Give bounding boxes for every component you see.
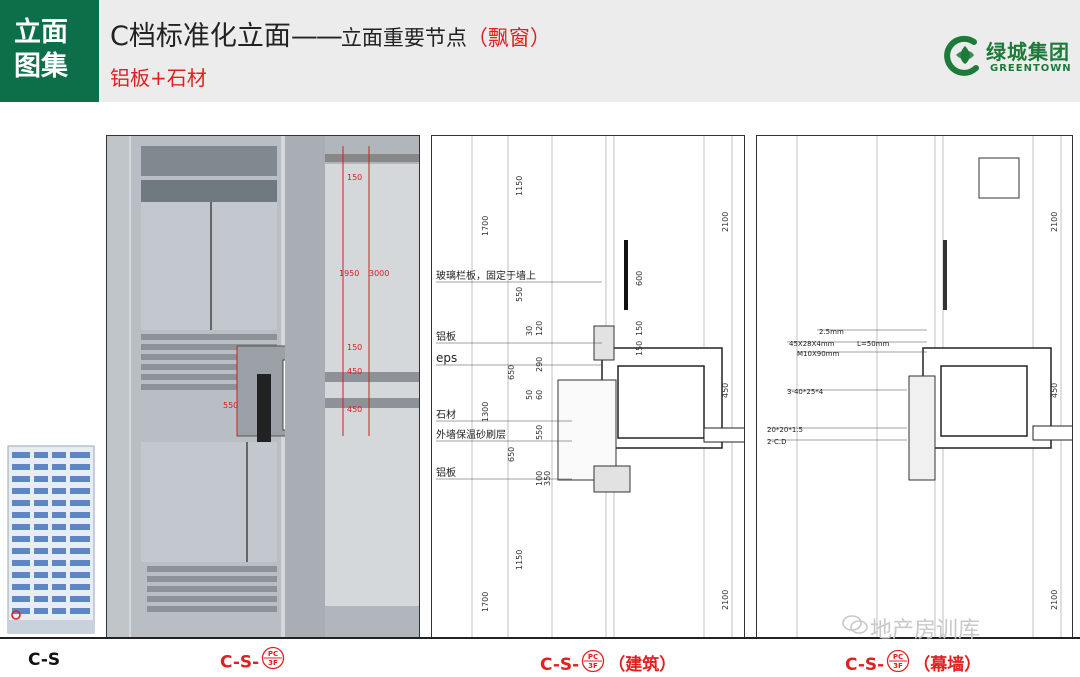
tag-line-2: 图集 — [14, 51, 68, 82]
arch-drawing: 玻璃栏板，固定于墙上 铝板 eps 石材 外墙保温砂刷层 铝板 1150 170… — [436, 136, 744, 637]
spec-l50: L=50mm — [857, 340, 889, 348]
arch-dim-2100-top: 2100 — [721, 212, 730, 232]
spec-2-cd: 2-C.D — [767, 438, 786, 446]
arch-dim-30: 30 — [525, 326, 534, 336]
title-dash: —— — [290, 21, 343, 52]
wall-label-suffix: （幕墙） — [913, 655, 982, 675]
spec-45x28x4: 45X28X4mm — [789, 340, 835, 348]
arch-dim-120: 120 — [535, 321, 544, 336]
wechat-icon — [842, 615, 868, 634]
callout-aluminum-lower: 铝板 — [436, 466, 456, 479]
render-label-text: C-S- — [220, 652, 260, 673]
logo-name-cn: 绿城集团 — [986, 40, 1070, 64]
page-subtitle: 铝板+石材 — [110, 66, 207, 90]
arch-dim-60: 60 — [535, 390, 544, 400]
arch-dim-150-a: 150 — [635, 321, 644, 336]
curtain-wall-drawing: 2.5mm 45X28X4mm M10X90mm L=50mm 3-40*25*… — [767, 136, 1072, 637]
callout-glass-rail: 玻璃栏板，固定于墙上 — [436, 269, 536, 282]
section-tag: 立面 图集 — [0, 0, 99, 102]
arch-dim-350: 350 — [543, 471, 552, 486]
company-logo: 绿城集团 GREENTOWN — [944, 34, 1074, 80]
greentown-leaf-icon — [944, 35, 979, 76]
arch-dim-2100-bottom: 2100 — [721, 590, 730, 610]
title-sub: 立面重要节点（飘窗） — [341, 26, 551, 50]
spec-2-5mm: 2.5mm — [819, 328, 844, 336]
arch-dim-600: 600 — [635, 271, 644, 286]
arch-dim-450: 450 — [721, 383, 730, 398]
title-main: C档标准化立面 — [110, 21, 291, 52]
arch-dim-1700-top: 1700 — [481, 216, 490, 236]
arch-dim-1300: 1300 — [481, 402, 490, 422]
stamp-bottom: 3F — [588, 662, 598, 670]
arch-dim-290: 290 — [535, 357, 544, 372]
render-dim-450-upper: 450 — [347, 367, 362, 376]
spec-3-40x25: 3-40*25*4 — [787, 388, 824, 396]
stamp-bottom: 3F — [893, 662, 903, 670]
arch-dim-100: 100 — [535, 471, 544, 486]
watermark-text: 地产房训库 — [870, 618, 981, 643]
callout-eps: eps — [436, 351, 457, 365]
arch-dim-650-top: 650 — [507, 365, 516, 380]
render-dim-450-lower: 450 — [347, 405, 362, 414]
callout-insulation: 外墙保温砂刷层 — [436, 428, 506, 441]
page-title: C档标准化立面——立面重要节点（飘窗） — [110, 14, 551, 53]
render-dim-1950: 1950 — [339, 269, 359, 278]
arch-dim-50: 50 — [525, 390, 534, 400]
render-dim-550: 550 — [223, 401, 238, 410]
logo-name-en: GREENTOWN — [990, 63, 1072, 74]
callout-stone: 石材 — [436, 408, 456, 421]
arch-section-panel: 玻璃栏板，固定于墙上 铝板 eps 石材 外墙保温砂刷层 铝板 1150 170… — [431, 135, 745, 638]
arch-dim-1700-bottom: 1700 — [481, 592, 490, 612]
wall-dim-2100-top: 2100 — [1050, 212, 1059, 232]
arch-label-text: C-S- — [540, 655, 580, 675]
wall-dim-450: 450 — [1050, 383, 1059, 398]
render-panel: 150 1950 3000 150 450 550 450 — [106, 135, 420, 638]
render-drawing: 150 1950 3000 150 450 550 450 — [107, 136, 419, 637]
stamp-top: PC — [893, 653, 903, 661]
stamp-bottom: 3F — [268, 659, 278, 667]
arch-dim-650-bottom: 650 — [507, 447, 516, 462]
title-sub-text: 立面重要节点 — [340, 26, 467, 50]
thumb-label: C-S — [28, 650, 61, 670]
spec-20x20: 20*20*1.5 — [767, 426, 803, 434]
stamp-top: PC — [268, 650, 278, 658]
arch-dim-550-top: 550 — [515, 287, 524, 302]
baseline-rule — [0, 637, 1080, 639]
curtain-wall-panel: 2.5mm 45X28X4mm M10X90mm L=50mm 3-40*25*… — [756, 135, 1073, 638]
render-dim-150-mid: 150 — [347, 343, 362, 352]
stamp-top: PC — [588, 653, 598, 661]
callout-aluminum-upper: 铝板 — [436, 330, 456, 343]
arch-dim-150-b: 150 — [635, 341, 644, 356]
arch-dim-1150-top: 1150 — [515, 176, 524, 196]
render-dim-3000: 3000 — [369, 269, 389, 278]
arch-label-suffix: （建筑） — [608, 655, 677, 675]
spec-m10x90: M10X90mm — [797, 350, 839, 358]
tag-line-1: 立面 — [14, 17, 68, 48]
render-dim-150-top: 150 — [347, 173, 362, 182]
wall-dim-2100-bottom: 2100 — [1050, 590, 1059, 610]
title-paren: （飘窗） — [466, 26, 551, 50]
wall-label-text: C-S- — [845, 655, 885, 675]
header-bar: 立面 图集 C档标准化立面——立面重要节点（飘窗） 铝板+石材 绿城集团 GRE… — [0, 0, 1080, 102]
arch-dim-1150-bottom: 1150 — [515, 550, 524, 570]
arch-dim-550-mid: 550 — [535, 425, 544, 440]
building-thumbnail — [7, 445, 95, 634]
